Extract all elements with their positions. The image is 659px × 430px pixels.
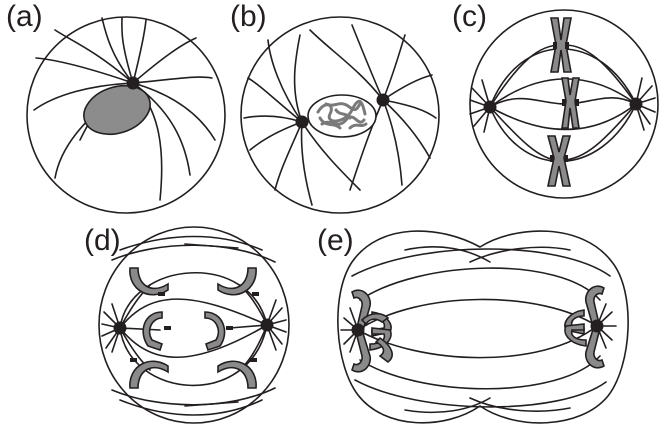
panel-e-label: (e) xyxy=(317,226,354,256)
panel-c-chromosome-middle xyxy=(562,78,579,128)
panel-d-chromatid-lower-left xyxy=(130,361,168,388)
panel-d-centrosome-left xyxy=(114,322,127,335)
panel-e-centrosome-left xyxy=(352,324,365,337)
panel-c-centrosome-left xyxy=(484,101,497,114)
panel-c-chromosome-top xyxy=(551,18,571,72)
panel-c-cell xyxy=(470,10,658,198)
panel-b-centrosome-right xyxy=(377,94,390,107)
panel-d-chromatid-mid-right xyxy=(205,312,225,350)
panel-e-centrosome-right xyxy=(591,320,604,333)
panel-c-chromosome-bottom xyxy=(548,136,570,186)
panel-a-cell xyxy=(27,17,225,213)
panel-b-centrosome-left xyxy=(296,116,309,129)
panel-d-centrosome-right xyxy=(261,319,274,332)
panel-d-cell xyxy=(99,227,289,423)
panel-d-chromatid-upper-right xyxy=(218,268,256,295)
panel-b-nucleus xyxy=(308,95,376,137)
panel-e-cell xyxy=(338,231,628,423)
panel-a-label: (a) xyxy=(6,2,43,32)
panel-c-centrosome-right xyxy=(630,98,643,111)
panel-c-label: (c) xyxy=(452,2,487,32)
panel-d-chromatid-mid-left xyxy=(143,312,162,350)
panel-a-centrosome xyxy=(127,77,140,90)
panel-b-cell xyxy=(241,17,439,213)
panel-d-label: (d) xyxy=(84,226,121,256)
panel-b-label: (b) xyxy=(230,2,267,32)
panel-d-chromatid-lower-right xyxy=(218,361,256,388)
panel-d-chromatid-upper-left xyxy=(130,268,168,295)
